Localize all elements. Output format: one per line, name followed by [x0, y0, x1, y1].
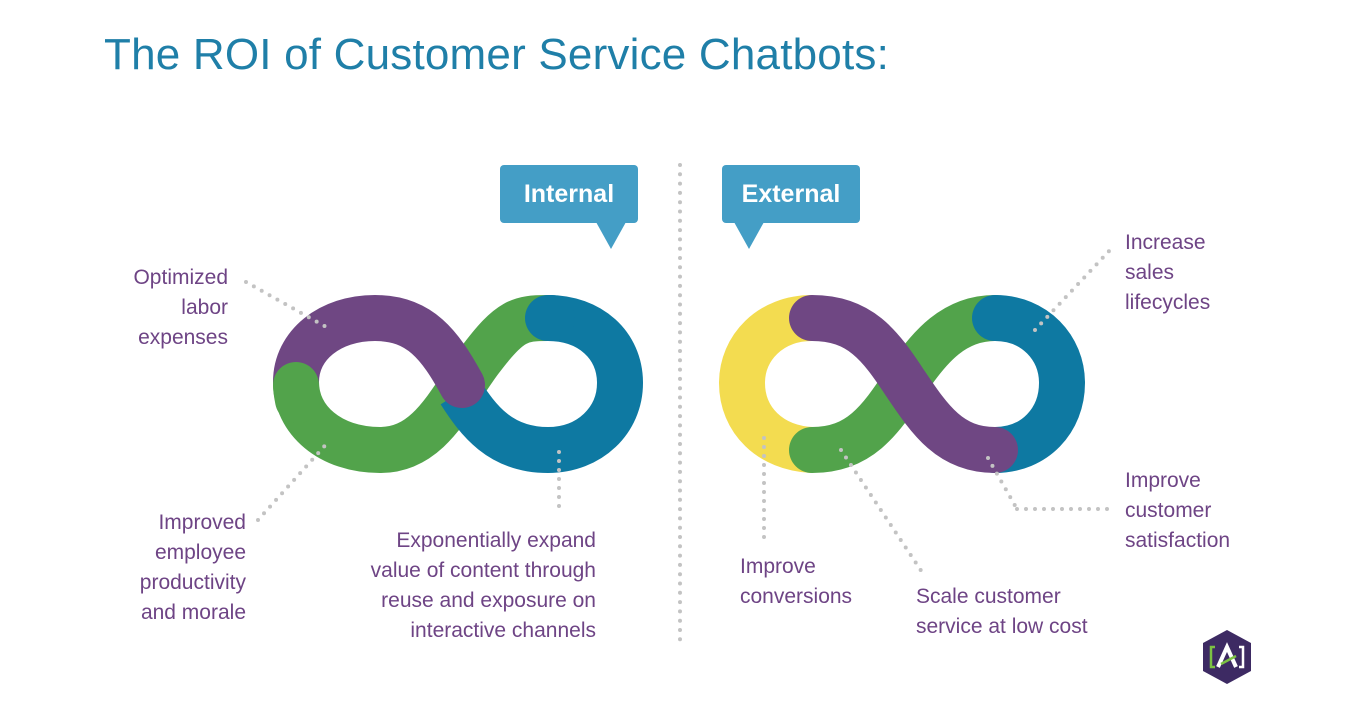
benefit-improve-satisfaction: Improve customer satisfaction [1125, 469, 1231, 552]
loop-segment-yellow [718, 295, 815, 473]
benefit-improve-conversions: Improve conversions [740, 555, 853, 608]
page-title: The ROI of Customer Service Chatbots: [104, 30, 890, 79]
loop-segment-purple [273, 294, 485, 408]
internal-infinity-loop [273, 294, 644, 474]
internal-callout: Internal [500, 165, 638, 249]
logo-left-bracket-icon [1209, 645, 1215, 669]
loop-segment-green [273, 295, 571, 474]
leader-optimized-labor [244, 280, 330, 330]
loop-segment-blue [972, 295, 1086, 473]
benefit-increase-sales: Increase sales lifecycles [1125, 231, 1211, 314]
benefit-scale-service: Scale customer service at low cost [916, 585, 1088, 638]
leader-improved-employee [256, 438, 332, 522]
leader-lines [244, 248, 1112, 574]
benefit-optimized-labor: Optimized labor expenses [133, 266, 228, 349]
leader-improve-satisfaction-diag [986, 456, 1019, 511]
logo-swoosh-icon [1220, 654, 1237, 666]
loop-segment-green-cap [273, 362, 321, 423]
external-callout: External [722, 165, 860, 249]
logo-letter-icon [1216, 642, 1238, 668]
benefit-exponentially-expand: Exponentially expand value of content th… [370, 529, 596, 642]
logo-right-bracket-icon [1239, 645, 1245, 669]
loop-segment-purple [789, 295, 1018, 473]
loop-segment-blue [440, 295, 644, 474]
leader-increase-sales [1033, 248, 1112, 332]
logo-hexagon [1203, 630, 1251, 684]
brand-logo [1203, 630, 1251, 684]
benefit-improved-employee-productivity: Improved employee productivity and moral… [139, 511, 246, 624]
external-infinity-loop [718, 295, 1086, 473]
leader-scale-service [839, 448, 924, 574]
